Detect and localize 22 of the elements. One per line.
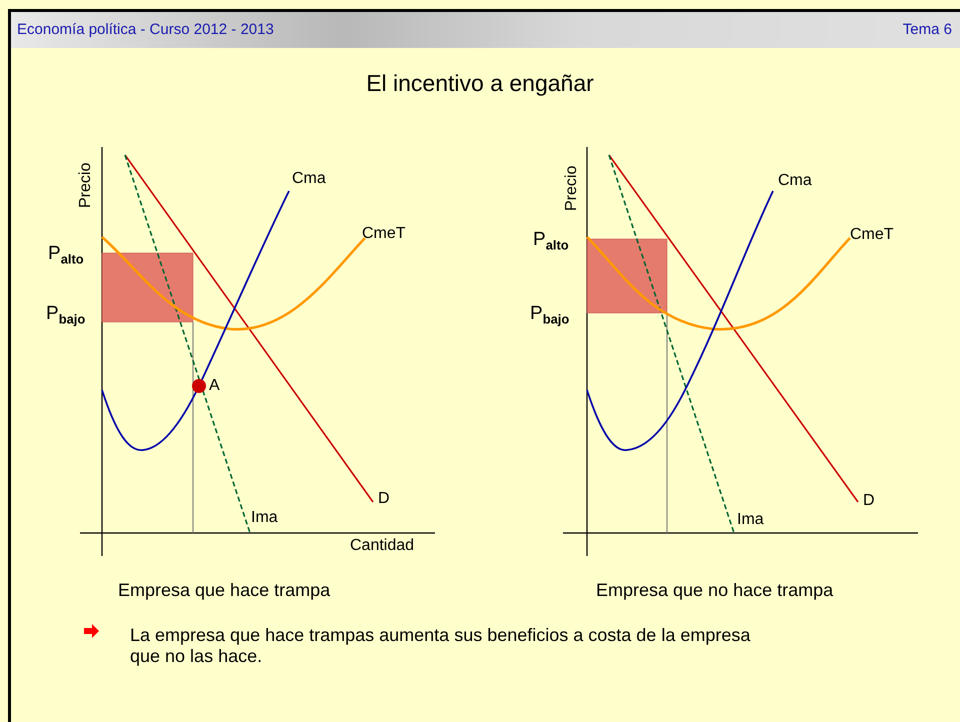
point-label: A <box>209 377 220 396</box>
slide-title: El incentivo a engañar <box>365 70 595 97</box>
curve-label: D <box>378 490 390 508</box>
axis-label: Cantidad <box>350 537 414 556</box>
price-label: P$_{bajo}$ <box>46 303 86 328</box>
axis-label: Precio <box>563 166 581 211</box>
price-label: P$_{alto}$ <box>533 229 569 254</box>
curve-label: Ima <box>251 509 278 528</box>
curve-label: CmeT <box>362 225 406 244</box>
header-text: Economía política - Curso 2012 - 2013 <box>17 21 274 38</box>
curve-label: D <box>863 492 875 510</box>
curve-label: CmeT <box>850 226 894 244</box>
topic-number: Tema 6 <box>902 21 952 38</box>
axis-label: Precio <box>77 162 95 208</box>
curve-label: Cma <box>292 170 326 188</box>
curve-label: Ima <box>737 511 764 530</box>
bullet-text: La empresa que hace trampas aumenta sus beneficios a costa de la empresa que no las hace. <box>130 625 752 666</box>
price-label: P$_{alto}$ <box>48 243 84 268</box>
chart-caption: Empresa que no hace trampa <box>596 580 834 601</box>
price-label: P$_{bajo}$ <box>530 303 570 328</box>
chart-caption: Empresa que hace trampa <box>118 580 330 601</box>
curve-label: Cma <box>778 172 812 190</box>
